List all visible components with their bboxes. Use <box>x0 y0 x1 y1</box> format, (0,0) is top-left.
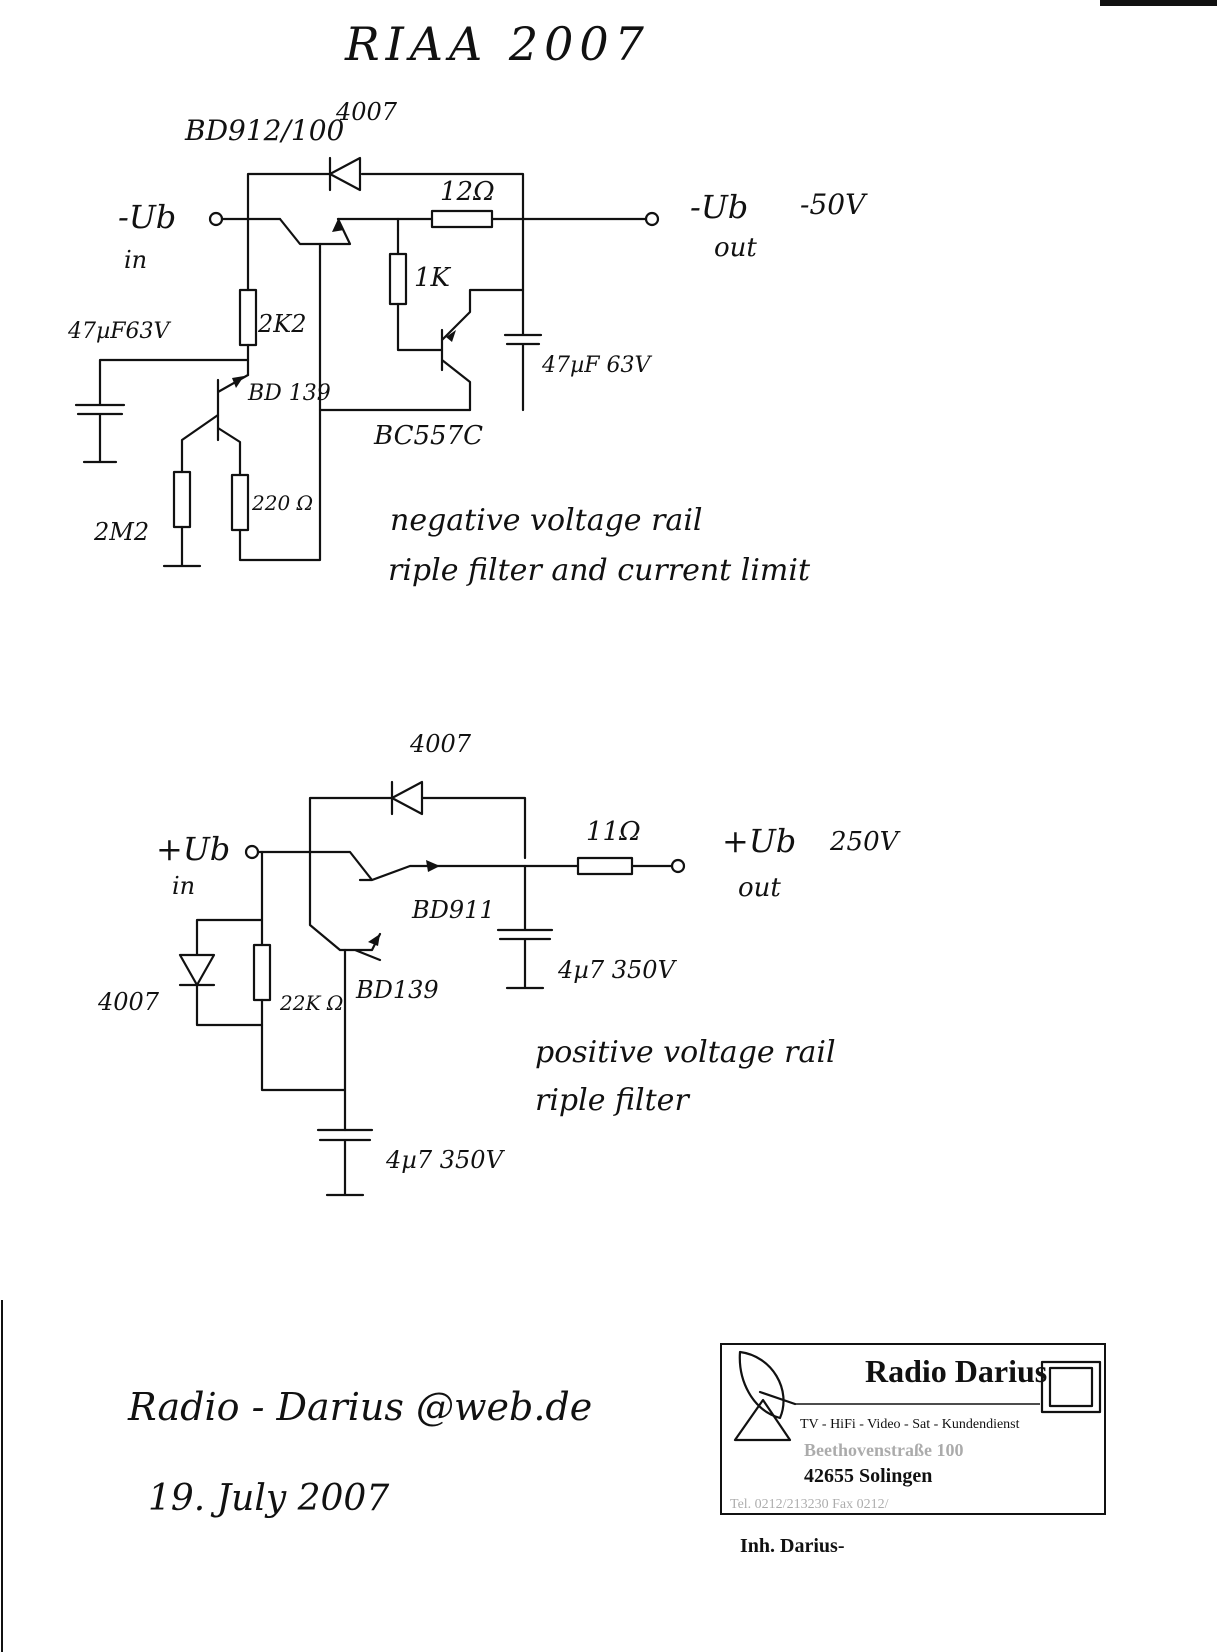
pos-note-line1: positive voltage rail <box>535 1035 836 1070</box>
neg-cap-right-label: 47µF 63V <box>541 353 653 378</box>
neg-note-line1: negative voltage rail <box>390 503 703 538</box>
neg-input-terminal <box>208 211 224 227</box>
neg-output-ub-label: -Ub <box>690 188 748 226</box>
scan-edge-top-right <box>1100 0 1217 6</box>
neg-input-in-label: in <box>124 246 147 274</box>
pos-output-voltage-label: 250V <box>829 827 901 857</box>
stamp-services: TV - HiFi - Video - Sat - Kundendienst <box>800 1417 1020 1432</box>
pos-resistor-11-label: 11Ω <box>586 817 641 847</box>
neg-resistor-12ohm <box>430 209 494 229</box>
pos-resistor-22k <box>252 943 272 1002</box>
pos-transistor-bd911-symbol <box>308 850 440 882</box>
stamp-phone: Tel. 0212/213230 Fax 0212/ <box>730 1497 889 1512</box>
neg-resistor-2k2 <box>238 288 258 347</box>
neg-input-ub-label: -Ub <box>118 198 176 236</box>
stamp-city: 42655 Solingen <box>804 1465 932 1487</box>
footer-email: Radio - Darius @web.de <box>127 1385 592 1429</box>
neg-cap-left-label: 47µF63V <box>67 319 172 344</box>
pos-resistor-11ohm <box>576 856 634 876</box>
pos-transistor-bd139-symbol <box>308 850 382 962</box>
neg-resistor-220 <box>230 473 250 532</box>
pos-input-terminal <box>244 844 260 860</box>
pos-resistor-22k-label: 22K Ω <box>279 991 343 1015</box>
neg-resistor-2k2-label: 2K2 <box>257 310 306 338</box>
footer-date: 19. July 2007 <box>148 1478 389 1519</box>
neg-resistor-2m2 <box>172 470 192 529</box>
positive-rail-circuit <box>178 780 686 1197</box>
pos-cap-bottom-label: 4µ7 350V <box>385 1146 506 1174</box>
neg-diode-label: 4007 <box>335 98 398 126</box>
neg-output-voltage-label: -50V <box>800 188 868 221</box>
pos-cap-out-label: 4µ7 350V <box>557 956 678 984</box>
pos-diode-left-symbol <box>178 918 264 1027</box>
stamp-street: Beethovenstraße 100 <box>804 1440 963 1460</box>
neg-output-out-label: out <box>714 233 757 263</box>
satellite-dish-icon <box>733 1350 797 1442</box>
tv-set-icon <box>1040 1360 1102 1414</box>
pos-input-in-label: in <box>172 872 195 900</box>
neg-transistor-bd912-symbol <box>278 217 352 254</box>
pos-diode-top-label: 4007 <box>409 730 472 758</box>
neg-resistor-220-label: 220 Ω <box>251 491 313 515</box>
pos-transistor-bd911-label: BD911 <box>411 896 495 924</box>
stamp-company-name: Radio Darius <box>865 1353 1047 1389</box>
company-stamp: Radio Darius TV - HiFi - Video - Sat - K… <box>720 1343 1106 1557</box>
stamp-owner: Inh. Darius- <box>740 1535 844 1557</box>
pos-output-ub-label: +Ub <box>722 822 796 860</box>
neg-transistor-bc557c-symbol <box>440 217 525 412</box>
pos-diode-left-label: 4007 <box>97 988 160 1016</box>
pos-diode-top-symbol <box>390 780 424 816</box>
neg-diode-4007-symbol <box>328 156 362 192</box>
pos-input-ub-label: +Ub <box>156 830 230 868</box>
stamp-border <box>720 1343 1106 1515</box>
neg-transistor-bc557c-label: BC557C <box>373 421 483 451</box>
neg-transistor-bd139-label: BD 139 <box>247 381 331 406</box>
neg-output-terminal <box>644 211 660 227</box>
neg-note-line2: riple filter and current limit <box>388 553 811 588</box>
pos-transistor-bd139-label: BD139 <box>355 976 439 1004</box>
pos-output-out-label: out <box>738 873 781 903</box>
pos-output-terminal <box>670 858 686 874</box>
neg-resistor-1k <box>388 252 408 306</box>
neg-transistor-bd139-symbol <box>216 373 250 477</box>
neg-transistor-bd912-label: BD912/100 <box>184 114 344 147</box>
neg-resistor-2m2-label: 2M2 <box>93 518 149 546</box>
neg-resistor-12-label: 12Ω <box>440 177 495 207</box>
pos-note-line2: riple filter <box>535 1083 690 1118</box>
negative-rail-circuit <box>74 156 660 568</box>
page-title: RIAA 2007 <box>344 17 650 71</box>
neg-resistor-1k-label: 1K <box>414 263 452 293</box>
